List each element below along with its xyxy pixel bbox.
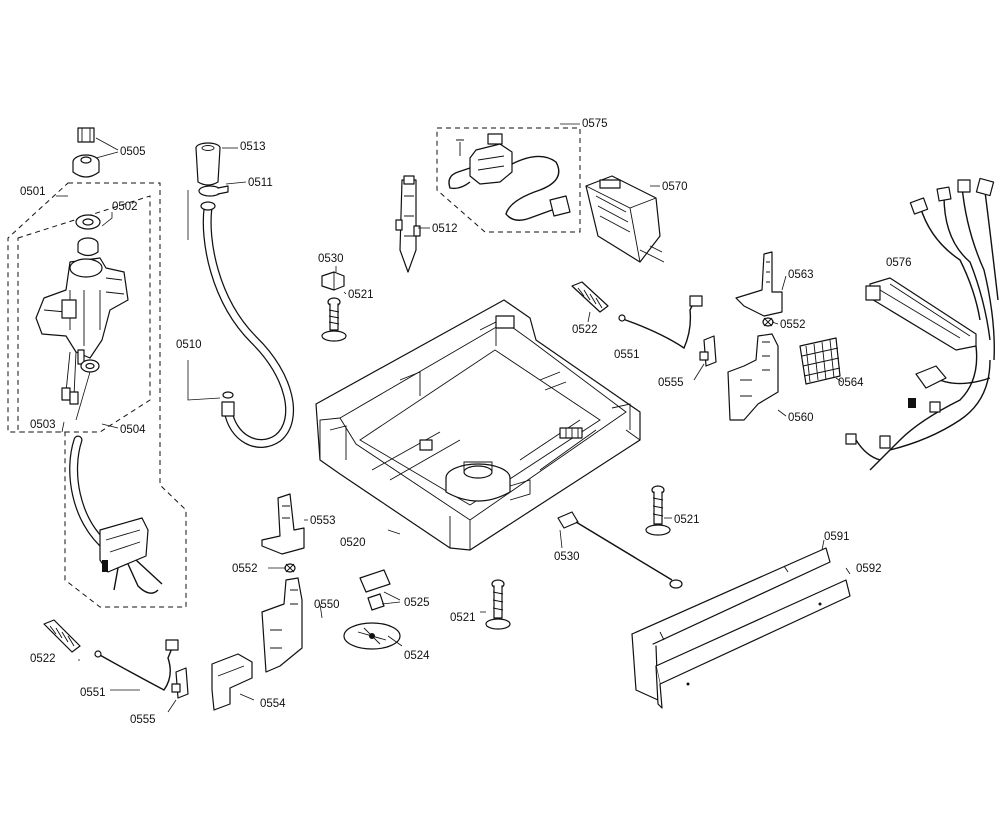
callout-0554: 0554 bbox=[260, 698, 286, 710]
callout-0591: 0591 bbox=[824, 531, 850, 543]
callout-0552-right: 0552 bbox=[780, 319, 806, 331]
callout-0553: 0553 bbox=[310, 515, 336, 527]
callout-0592: 0592 bbox=[856, 563, 882, 575]
callout-0530-top: 0530 bbox=[318, 253, 344, 265]
callout-0510: 0510 bbox=[176, 339, 202, 351]
part-0575-pump-motor-harness bbox=[448, 133, 571, 221]
part-0522-spring-right bbox=[571, 281, 609, 313]
part-0520-base-tub bbox=[315, 299, 641, 551]
part-0570-control-module bbox=[585, 175, 665, 263]
callout-0550: 0550 bbox=[314, 599, 340, 611]
part-0521-screw-top bbox=[321, 297, 347, 342]
part-0553-hinge-bracket-left bbox=[261, 493, 305, 555]
leader-lines bbox=[56, 123, 851, 713]
group-0575-outline bbox=[436, 127, 581, 233]
callout-0513: 0513 bbox=[240, 141, 266, 153]
callout-0560: 0560 bbox=[788, 412, 814, 424]
callout-0512: 0512 bbox=[432, 223, 458, 235]
part-0521-screw-bottom bbox=[485, 579, 511, 630]
fill-hose-lower bbox=[69, 435, 163, 594]
part-0563-hinge-bracket-right bbox=[735, 251, 783, 317]
callout-0511: 0511 bbox=[248, 177, 273, 189]
part-0576-wire-harness bbox=[845, 177, 999, 471]
part-0530-nut-top bbox=[321, 271, 345, 291]
group-0501-outline bbox=[7, 182, 187, 608]
part-0552-spring-left bbox=[284, 563, 296, 573]
callout-0521-bottom: 0521 bbox=[450, 612, 476, 624]
part-0502-washers bbox=[75, 214, 101, 257]
callout-0570: 0570 bbox=[662, 181, 688, 193]
callout-0575: 0575 bbox=[582, 118, 608, 130]
callout-0521-right: 0521 bbox=[674, 514, 700, 526]
part-0512-float-bracket bbox=[395, 175, 421, 273]
callout-0524: 0524 bbox=[404, 650, 430, 662]
part-0510-drain-hose bbox=[200, 201, 295, 448]
part-0524-disc bbox=[343, 622, 401, 650]
callout-labels: 0505 0501 0502 0503 0504 0513 0511 0510 … bbox=[20, 118, 912, 726]
part-0550-hinge-arm-left bbox=[261, 577, 303, 673]
callout-0551-right: 0551 bbox=[614, 349, 640, 361]
part-0513-hose-cuff bbox=[195, 142, 221, 186]
callout-0564: 0564 bbox=[838, 377, 864, 389]
callout-0576: 0576 bbox=[886, 257, 912, 269]
callout-0522-left: 0522 bbox=[30, 653, 56, 665]
part-0503-gasket bbox=[61, 351, 100, 405]
callout-0552-left: 0552 bbox=[232, 563, 258, 575]
callout-0563: 0563 bbox=[788, 269, 814, 281]
callout-0522-right: 0522 bbox=[572, 324, 598, 336]
part-0521-screw-right bbox=[645, 485, 671, 536]
part-0555-clip-right bbox=[699, 335, 717, 367]
callout-0503: 0503 bbox=[30, 419, 56, 431]
part-0504-valve-assembly bbox=[35, 257, 129, 365]
part-0525-clip bbox=[359, 569, 391, 611]
callout-0502: 0502 bbox=[112, 201, 138, 213]
part-0511-hose-clamp bbox=[198, 185, 229, 197]
part-0592-toe-kick-lower bbox=[655, 579, 851, 709]
callout-0530-bottom: 0530 bbox=[554, 551, 580, 563]
callout-0504: 0504 bbox=[120, 424, 146, 436]
part-0551-cable-left bbox=[94, 639, 179, 691]
callout-0551-left: 0551 bbox=[80, 687, 106, 699]
callout-0525: 0525 bbox=[404, 597, 430, 609]
callout-0555-left: 0555 bbox=[130, 714, 156, 726]
callout-0555-right: 0555 bbox=[658, 377, 684, 389]
part-0505-nut bbox=[72, 127, 100, 178]
part-0564-mesh-guard bbox=[799, 337, 841, 385]
part-0530-leveling-cable bbox=[557, 511, 683, 589]
part-0522-spring-left bbox=[43, 619, 81, 653]
part-0552-spring-right bbox=[762, 317, 774, 327]
part-0555-clip-left bbox=[171, 667, 189, 699]
callout-0521-top: 0521 bbox=[348, 289, 374, 301]
callout-0501: 0501 bbox=[20, 186, 46, 198]
group-0504-outline bbox=[17, 195, 151, 433]
part-0554-bracket bbox=[211, 653, 253, 711]
callout-0505: 0505 bbox=[120, 146, 146, 158]
part-0551-cable-right bbox=[618, 295, 703, 350]
callout-0520: 0520 bbox=[340, 537, 366, 549]
part-0560-hinge-arm-right bbox=[727, 333, 779, 421]
